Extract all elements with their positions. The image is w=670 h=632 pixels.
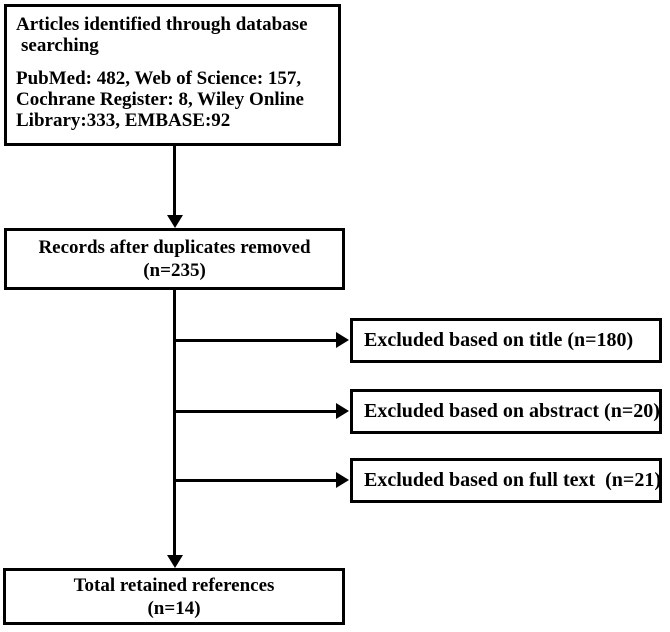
branch-arrow-title-head (336, 332, 349, 348)
branch-arrow-title-line (175, 339, 336, 342)
total-line-1: Total retained references (73, 574, 275, 596)
arrow-duplicates-to-total-line (173, 290, 176, 556)
branch-arrow-abstract-line (175, 410, 336, 413)
identification-sources-line-2: Cochrane Register: 8, Wiley Online (16, 89, 304, 110)
box-identification: Articles identified through database sea… (4, 4, 341, 146)
box-duplicates-removed: Records after duplicates removed (n=235) (4, 228, 345, 290)
identification-title-line-1: Articles identified through database (16, 14, 308, 35)
box-excluded-title: Excluded based on title (n=180) (350, 318, 662, 363)
box-excluded-abstract: Excluded based on abstract (n=20) (350, 389, 662, 434)
identification-sources-line-3: Library:333, EMBASE:92 (16, 110, 231, 131)
identification-sources-line-1: PubMed: 482, Web of Science: 157, (16, 68, 302, 89)
box-excluded-fulltext: Excluded based on full text (n=21) (350, 458, 662, 503)
branch-arrow-fulltext-head (336, 472, 349, 488)
excluded-title-label: Excluded based on title (n=180) (364, 329, 634, 351)
paragraph-gap (16, 56, 338, 68)
branch-arrow-abstract-head (336, 403, 349, 419)
duplicates-line-1: Records after duplicates removed (38, 237, 311, 258)
box-total-retained: Total retained references (n=14) (3, 568, 345, 625)
duplicates-line-2: (n=235) (143, 260, 206, 281)
branch-arrow-fulltext-line (175, 479, 336, 482)
arrow-identification-to-duplicates-head (167, 215, 183, 228)
arrow-identification-to-duplicates-line (173, 146, 176, 216)
arrow-duplicates-to-total-head (167, 555, 183, 568)
excluded-abstract-label: Excluded based on abstract (n=20) (364, 400, 660, 422)
total-line-2: (n=14) (147, 597, 201, 619)
identification-title-line-2: searching (21, 35, 99, 56)
excluded-fulltext-label: Excluded based on full text (n=21) (364, 469, 661, 491)
